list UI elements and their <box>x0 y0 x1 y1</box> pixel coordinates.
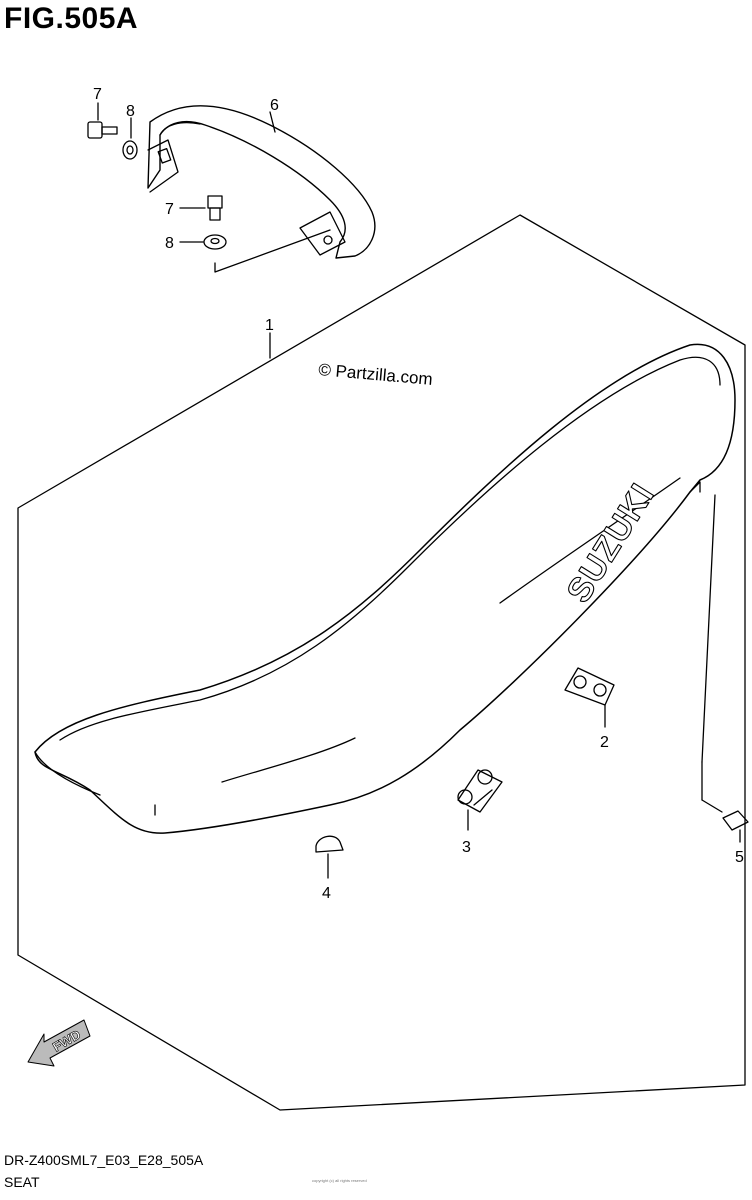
callout-8-lower: 8 <box>165 235 174 252</box>
seat-outline <box>34 343 736 834</box>
bolt-lower <box>179 195 223 221</box>
callout-6: 6 <box>270 97 279 114</box>
seat-body <box>34 343 736 834</box>
bracket-2 <box>564 667 615 728</box>
callout-7-lower: 7 <box>165 201 174 218</box>
seat-brand-logo: SUZUKI <box>560 477 662 610</box>
washer-upper <box>122 117 138 160</box>
cushion-4 <box>315 835 344 879</box>
callout-4: 4 <box>322 885 331 902</box>
seat-side-crease <box>499 477 681 604</box>
figure-name: SEAT <box>4 1174 40 1190</box>
leader-5 <box>701 494 716 763</box>
callout-3: 3 <box>462 839 471 856</box>
figure-code: DR-Z400SML7_E03_E28_505A <box>4 1152 204 1168</box>
callout-5: 5 <box>735 849 744 866</box>
washer-lower <box>179 234 227 250</box>
seat-front-edge <box>34 751 101 796</box>
seat-strap <box>147 105 376 259</box>
callout-7-upper: 7 <box>93 86 102 103</box>
assembly-outline <box>17 214 746 1111</box>
fine-print: copyright (c) all rights reserved <box>312 1178 367 1183</box>
seat-right-edge <box>689 481 701 493</box>
watermark: © Partzilla.com <box>318 360 434 389</box>
bolt-5 <box>701 761 749 843</box>
fwd-arrow-icon: FWD <box>27 1019 91 1067</box>
seat-top-curve <box>59 356 721 741</box>
callout-1: 1 <box>265 317 274 334</box>
seat-lower-crease <box>221 737 356 783</box>
bracket-3 <box>457 769 503 831</box>
figure-title: FIG.505A <box>4 2 139 35</box>
bolt-upper <box>87 102 118 139</box>
callout-8-upper: 8 <box>126 103 135 120</box>
strap-group-line <box>214 229 331 273</box>
callout-2: 2 <box>600 734 609 751</box>
